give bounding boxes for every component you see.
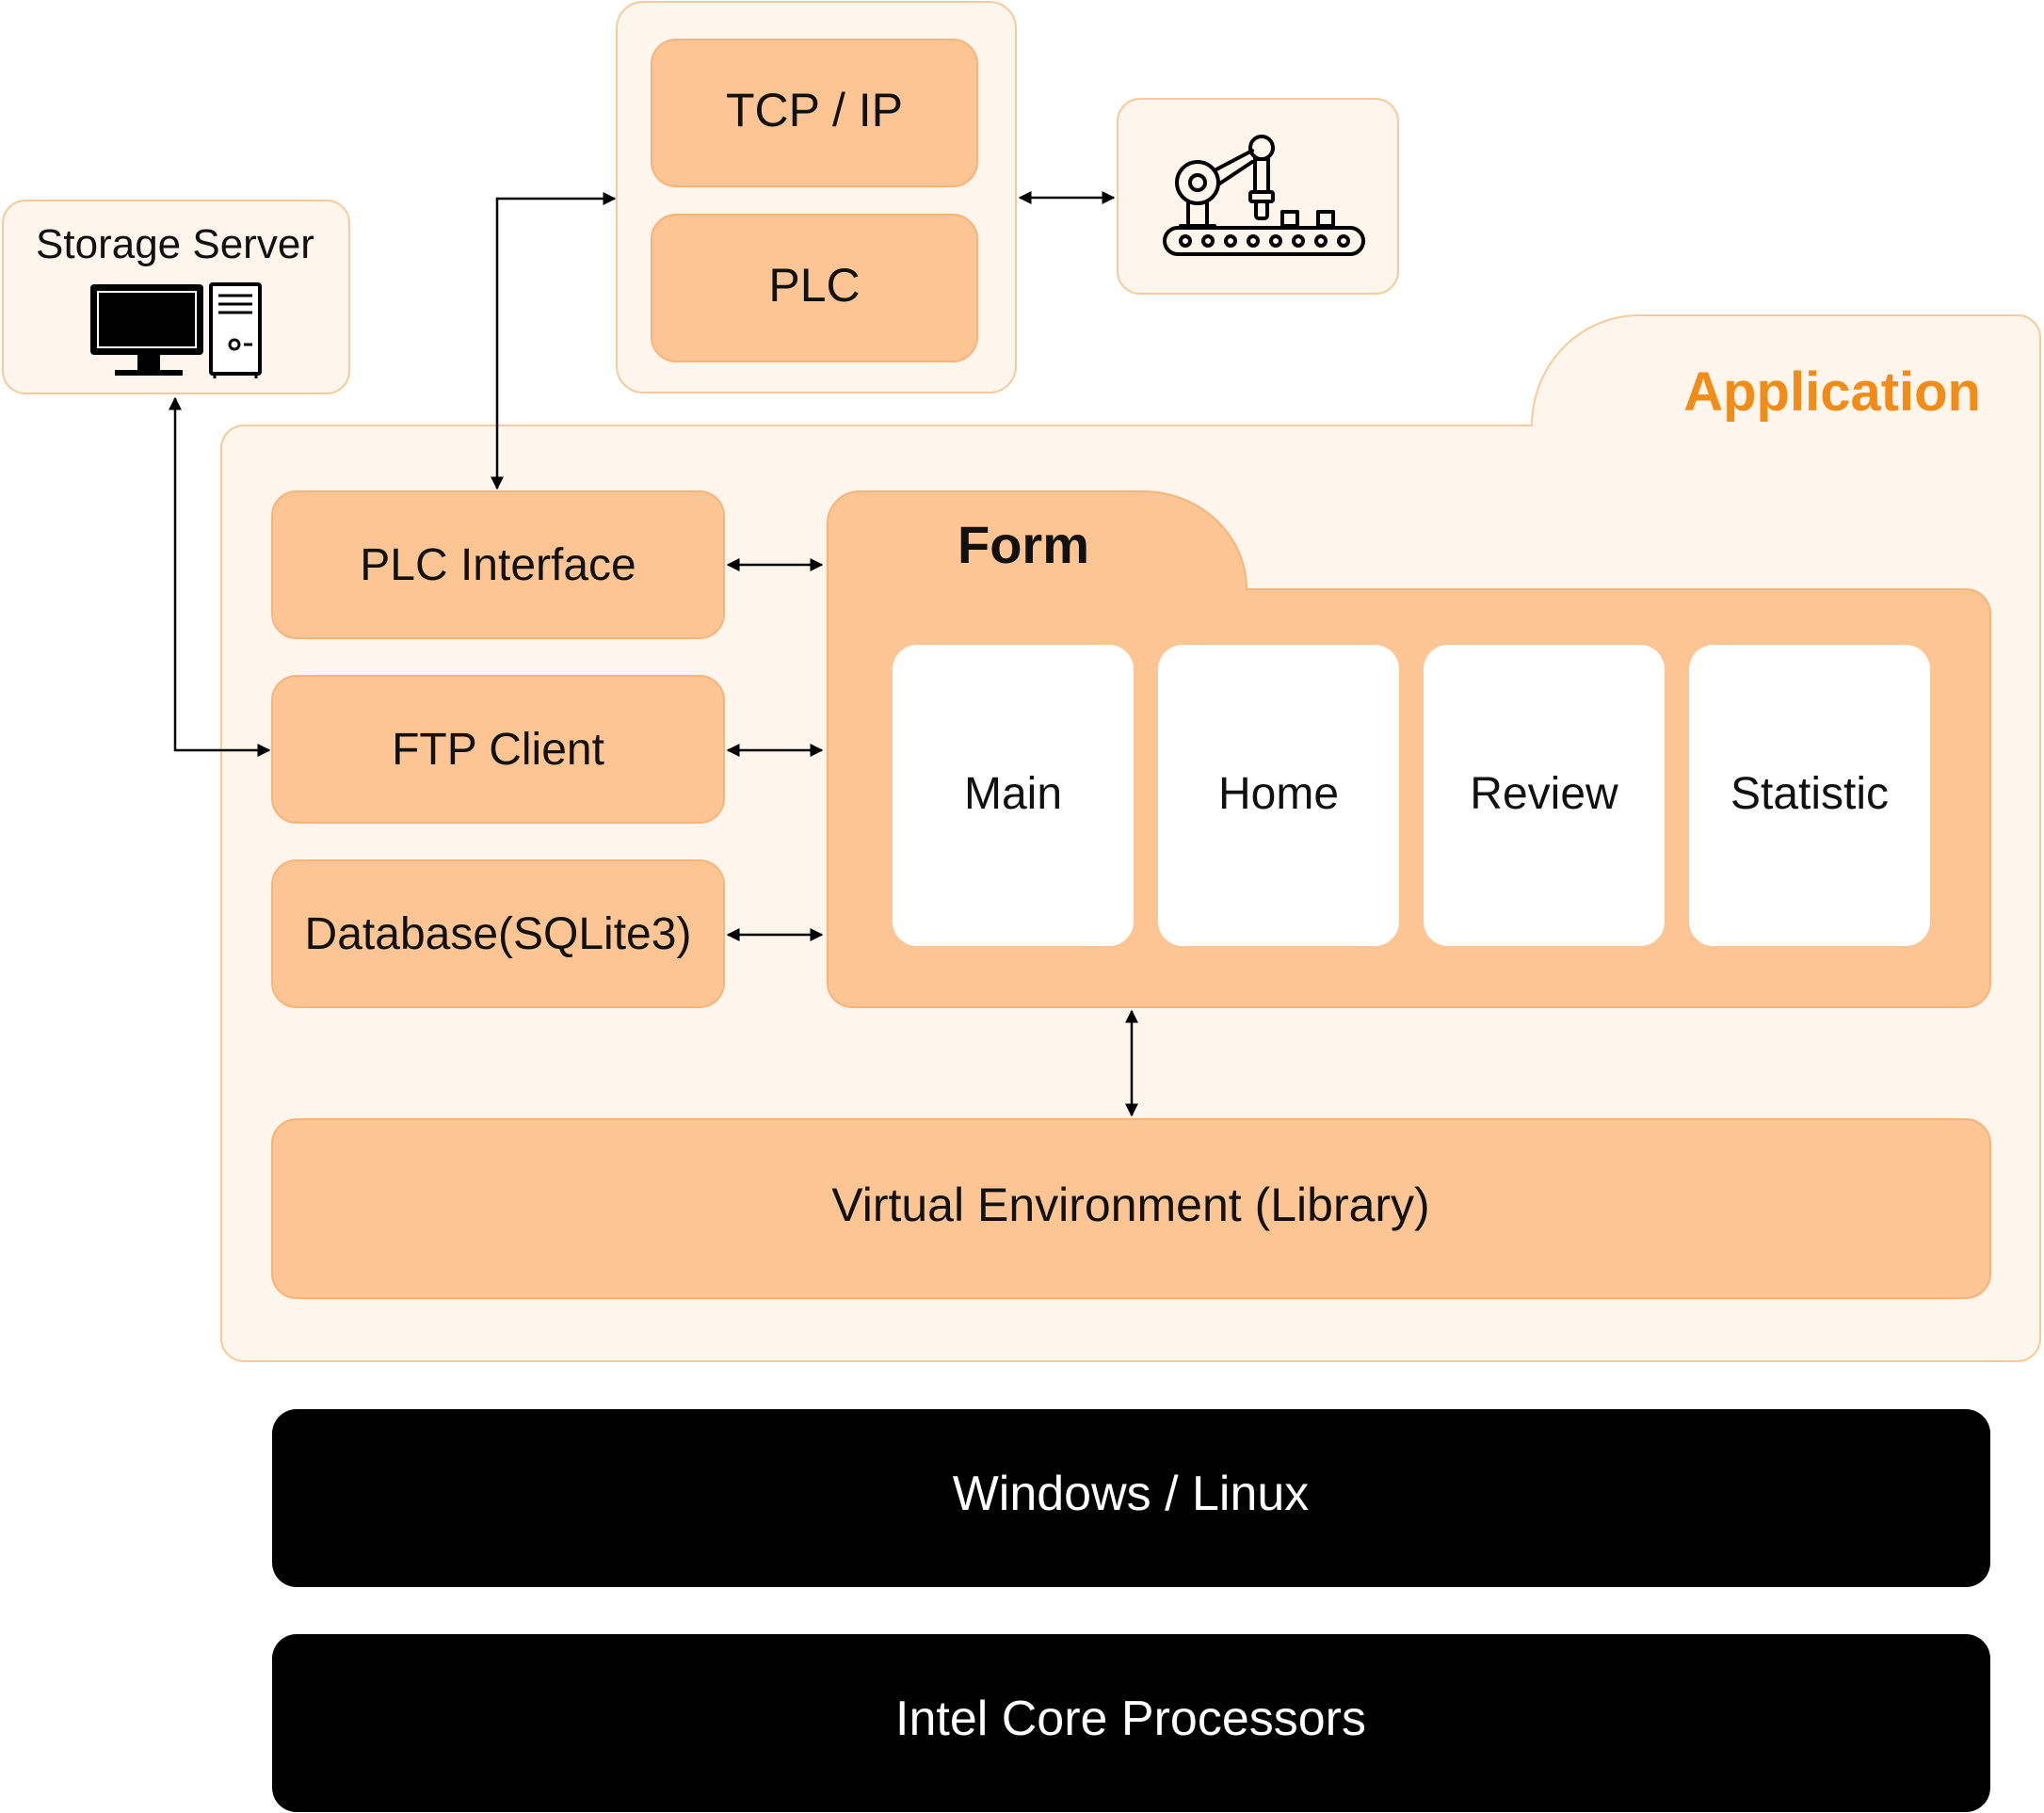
- application-panel: Application PLC Interface FTP Client Dat…: [220, 314, 2041, 1362]
- plc-label: PLC: [768, 259, 860, 312]
- robot-arm-conveyor-icon: [1163, 135, 1365, 256]
- connectors: [169, 191, 1138, 1117]
- page-home: [1158, 645, 1399, 946]
- page-review-label: Review: [1470, 769, 1618, 819]
- desktop-computer-icon: [90, 282, 262, 378]
- tcp-ip-box: [651, 39, 978, 187]
- hardware-label: Intel Core Processors: [895, 1692, 1366, 1746]
- plc-interface-label: PLC Interface: [360, 540, 636, 590]
- database-box: [271, 859, 725, 1008]
- page-home-label: Home: [1218, 769, 1339, 819]
- plc-interface-box: [271, 490, 725, 639]
- page-statistic-label: Statistic: [1730, 769, 1889, 819]
- virtual-env-box: [271, 1118, 1991, 1299]
- tcp-ip-label: TCP / IP: [726, 84, 903, 136]
- arrow-plc-to-plc-interface: [491, 192, 617, 490]
- ftp-client-label: FTP Client: [392, 725, 604, 775]
- application-title: Application: [1683, 361, 1981, 423]
- storage-server-panel: Storage Server: [2, 200, 350, 394]
- form-title: Form: [958, 515, 1089, 574]
- page-main: [893, 645, 1134, 946]
- storage-server-label: Storage Server: [36, 221, 314, 267]
- plc-box: [651, 214, 978, 362]
- arrow-storage-to-ftp: [169, 396, 271, 757]
- database-label: Database(SQLite3): [305, 909, 692, 959]
- network-panel: TCP / IP PLC: [616, 1, 1017, 393]
- page-main-label: Main: [964, 769, 1062, 819]
- os-layer: [272, 1409, 1990, 1587]
- page-review: [1424, 645, 1665, 946]
- ftp-client-box: [271, 675, 725, 824]
- machine-panel: [1117, 98, 1399, 295]
- hardware-layer: [272, 1634, 1990, 1812]
- page-statistic: [1689, 645, 1930, 946]
- os-label: Windows / Linux: [953, 1467, 1310, 1521]
- virtual-env-label: Virtual Environment (Library): [831, 1179, 1429, 1231]
